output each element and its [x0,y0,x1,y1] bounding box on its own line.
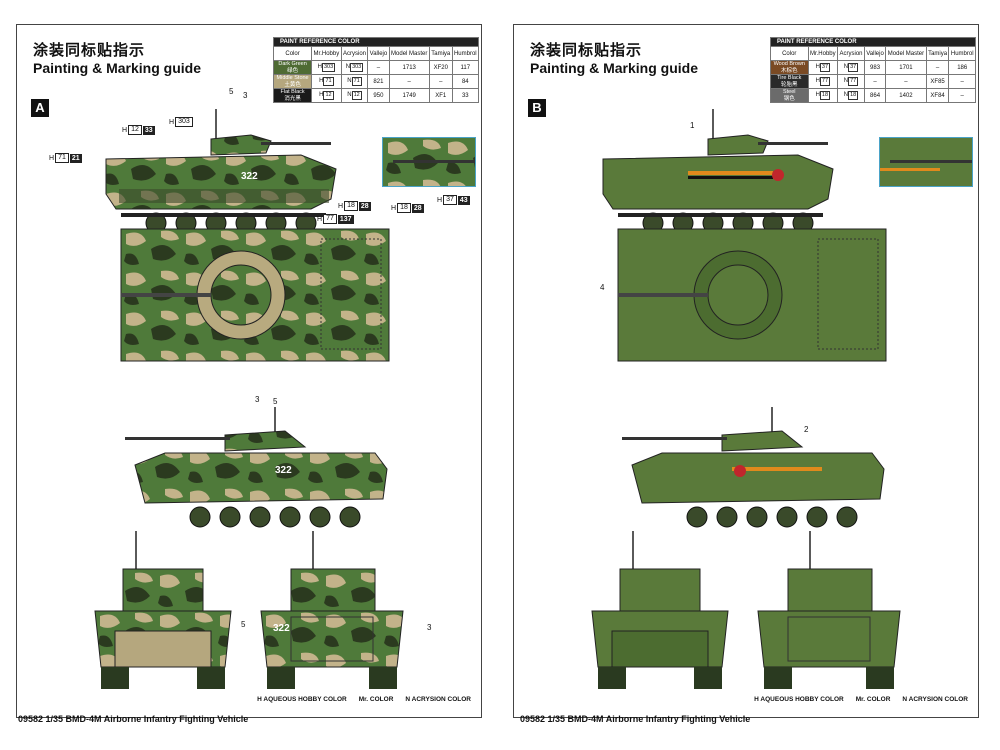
hull-number-rear: 322 [273,623,290,634]
col-model-master: Model Master [885,46,927,61]
vehicle-side-view-right [622,407,885,528]
col-tamiya: Tamiya [925,46,950,61]
detail-inset [879,137,973,187]
col-acrysion: Acrysion [340,46,369,61]
col-mrhobby: Mr.Hobby [807,46,839,61]
col-color: Color [770,46,809,61]
marking-number: 5 [229,87,234,96]
marking-number: 3 [427,623,432,632]
vehicle-front-view [591,531,729,689]
instruction-sheet-b: 涂装同标贴指示 Painting & Marking guide B PAINT… [513,24,979,718]
vehicle-side-view-left: 322 [105,109,337,234]
vehicle-side-view-right: 322 [125,407,388,528]
detail-inset [382,137,476,187]
paint-reference-table: PAINT REFERENCE COLOR Color Mr.Hobby Acr… [770,37,976,103]
marking-number: 2 [804,425,809,434]
marking-number: 5 [241,620,246,629]
col-mrhobby: Mr.Hobby [311,46,342,61]
vehicle-top-view [617,228,887,362]
col-humbrol: Humbrol [451,46,480,61]
marking-number: 1 [690,121,695,130]
vehicle-side-view-left [602,109,834,234]
col-color: Color [272,46,313,61]
footer-caption-a: 09582 1/35 BMD-4M Airborne Infantry Figh… [18,714,249,724]
col-humbrol: Humbrol [948,46,976,61]
paint-reference-table: PAINT REFERENCE COLOR Color Mr.Hobby Acr… [272,37,480,103]
col-vallejo: Vallejo [863,46,887,61]
marking-number: 3 [255,395,260,404]
ref-table-header: PAINT REFERENCE COLOR [273,37,479,47]
hull-number: 322 [241,171,258,182]
marking-number: 3 [243,91,248,100]
ref-table-header: PAINT REFERENCE COLOR [770,37,976,47]
scheme-letter: B [528,99,546,117]
hull-number-right: 322 [275,465,292,476]
title-english: Painting & Marking guide [33,60,202,76]
marking-number: 5 [273,397,278,406]
scheme-letter: A [31,99,49,117]
vehicle-rear-view [757,531,901,689]
marking-number: 4 [600,283,605,292]
vehicle-top-view [120,228,390,362]
title-chinese: 涂装同标贴指示 [33,41,146,59]
col-acrysion: Acrysion [837,46,865,61]
col-model-master: Model Master [388,46,430,61]
vehicle-rear-view: 322 [260,531,404,689]
title-english: Painting & Marking guide [530,60,699,76]
col-vallejo: Vallejo [367,46,390,61]
title-chinese: 涂装同标贴指示 [530,41,643,59]
footer-caption-b: 09582 1/35 BMD-4M Airborne Infantry Figh… [520,714,751,724]
vehicle-front-view [94,531,232,689]
col-tamiya: Tamiya [428,46,453,61]
instruction-sheet-a: 涂装同标贴指示 Painting & Marking guide A PAINT… [16,24,482,718]
